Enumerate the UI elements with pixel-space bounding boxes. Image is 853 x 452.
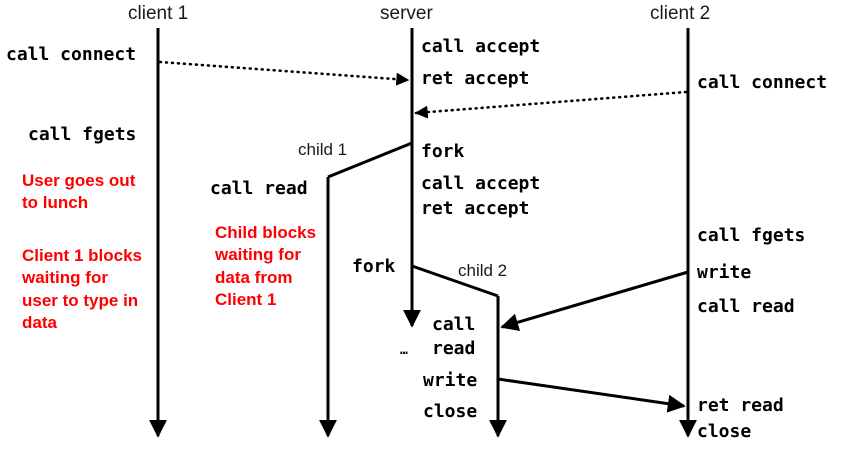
child2-call: call xyxy=(432,314,476,335)
msg-client2-connect xyxy=(414,90,688,119)
client2-close: close xyxy=(697,421,752,442)
client1-call-connect: call connect xyxy=(6,44,137,65)
column-header-server: server xyxy=(380,3,433,24)
column-header-client1: client 1 xyxy=(128,3,189,24)
server-call-accept-2: call accept xyxy=(421,173,541,194)
msg-client1-connect xyxy=(158,60,410,86)
client2-call-connect: call connect xyxy=(697,72,828,93)
msg-client2-write-to-child2 xyxy=(500,270,689,332)
server-ret-accept-2: ret accept xyxy=(421,198,530,219)
child2-close: close xyxy=(423,401,478,422)
client1-call-fgets: call fgets xyxy=(28,124,137,145)
server-fork-2: fork xyxy=(352,256,396,277)
client2-call-read: call read xyxy=(697,296,795,317)
client2-write: write xyxy=(697,262,752,283)
branch-label-child1: child 1 xyxy=(298,140,348,159)
child2-read: read xyxy=(432,338,476,359)
child1-call-read: call read xyxy=(210,178,308,199)
server-fork-1: fork xyxy=(421,141,465,162)
server-ret-accept-1: ret accept xyxy=(421,68,530,89)
note-client1-blocks: Client 1 blocks waiting for user to type… xyxy=(22,246,142,333)
server-ellipsis: … xyxy=(400,343,408,358)
note-user-goes-out-to-lunch: User goes out to lunch xyxy=(22,171,136,213)
client2-call-fgets: call fgets xyxy=(697,225,806,246)
msg-child2-write-to-client2 xyxy=(497,377,686,413)
client2-ret-read: ret read xyxy=(697,395,784,416)
column-header-client2: client 2 xyxy=(650,3,711,24)
note-child-blocks: Child blocks waiting for data from Clien… xyxy=(215,223,317,310)
server-call-accept-1: call accept xyxy=(421,36,541,57)
child2-write: write xyxy=(423,370,478,391)
branch-label-child2: child 2 xyxy=(458,261,508,280)
